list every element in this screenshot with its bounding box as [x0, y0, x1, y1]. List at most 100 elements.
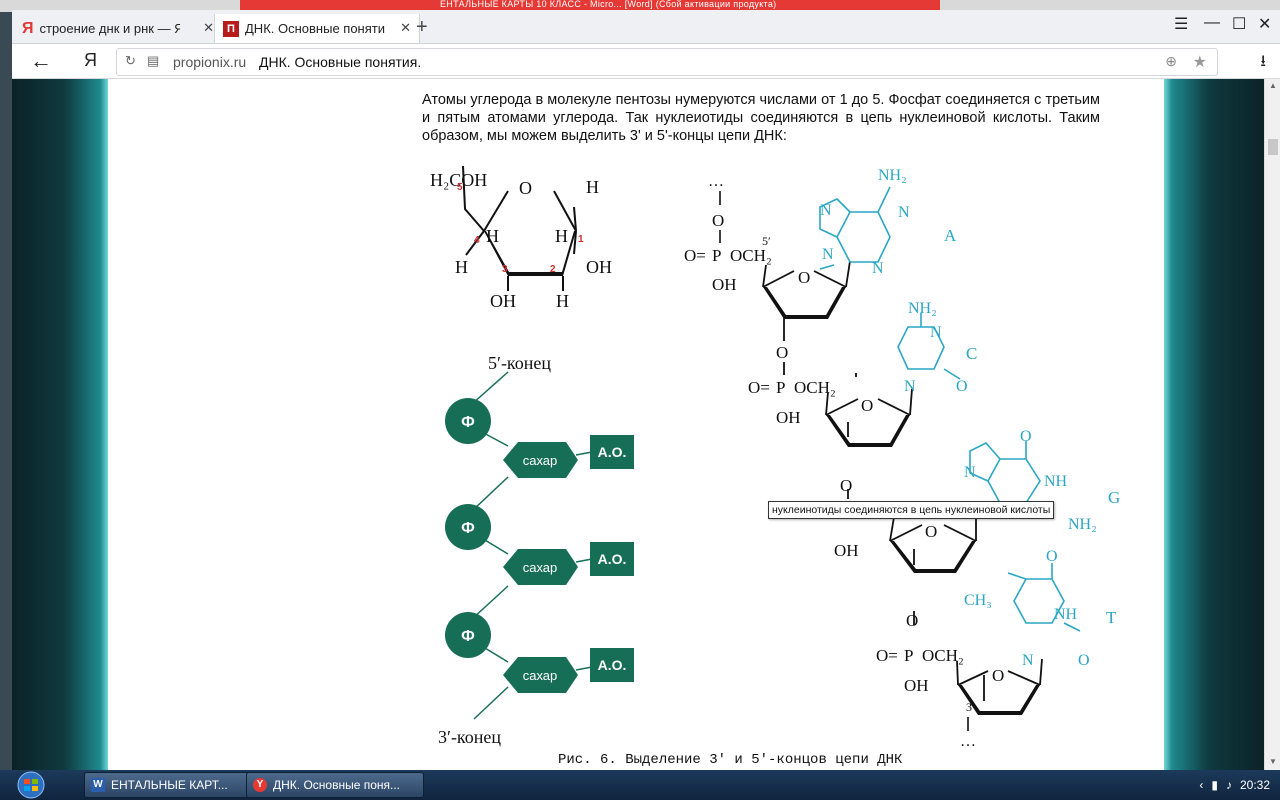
svg-text:O: O: [712, 211, 724, 230]
svg-text:N: N: [904, 378, 916, 395]
svg-text:O: O: [776, 343, 788, 362]
five-prime-end-label: 5′-конец: [488, 353, 551, 373]
svg-text:А.О.: А.О.: [598, 444, 627, 460]
figure-caption: Рис. 6. Выделение 3′ и 5′-концов цепи ДН…: [558, 752, 903, 768]
carbon-1-label: 1: [578, 234, 584, 245]
article-paragraph: Атомы углерода в молекуле пентозы нумеру…: [422, 92, 1100, 144]
svg-text:O: O: [956, 378, 968, 395]
tooltip: нуклеинотиды соединяются в цепь нуклеино…: [768, 501, 1055, 519]
minimize-icon[interactable]: —: [1204, 14, 1220, 31]
phosphate-1: Ф: [445, 398, 491, 444]
nucleotide-chain: … O O= P OCH₂ OH 5′: [684, 173, 1043, 750]
sugar-2: сахар: [503, 549, 578, 585]
bookmark-star-icon[interactable]: ★: [1192, 54, 1207, 71]
scroll-up-icon[interactable]: ▲: [1269, 81, 1277, 90]
svg-text:OH: OH: [904, 676, 929, 695]
pentose-o: O: [519, 178, 532, 198]
vertical-scrollbar[interactable]: ▲ ▼: [1264, 79, 1280, 770]
base-label-g: G: [1108, 488, 1120, 507]
pentose-h4: H: [455, 257, 468, 277]
five-prime-carbon-label: 5′: [762, 234, 771, 248]
taskbar-item-browser[interactable]: Y ДНК. Основные поня...: [246, 772, 424, 798]
guanine-nh2: NH₂: [1068, 516, 1097, 533]
left-decoration: [12, 79, 108, 770]
protect-icon[interactable]: ⊕: [1165, 53, 1177, 69]
yandex-button[interactable]: Я: [84, 50, 97, 70]
adenine-nh2: NH₂: [878, 167, 907, 184]
three-prime-carbon-label: 3′: [966, 700, 975, 714]
svg-text:O=: O=: [876, 646, 898, 665]
close-window-icon[interactable]: ✕: [1258, 16, 1272, 33]
right-decoration: [1164, 79, 1264, 770]
new-tab-button[interactable]: +: [416, 16, 428, 38]
maximize-icon[interactable]: ☐: [1232, 16, 1247, 33]
svg-text:N: N: [898, 204, 910, 221]
yandex-browser-icon: Y: [253, 778, 267, 792]
propionix-icon: П: [223, 20, 239, 37]
och2-4: OCH₂: [922, 646, 964, 665]
phosphate-2: Ф: [445, 504, 491, 550]
och2-1: OCH₂: [730, 246, 772, 265]
tab-yandex-search[interactable]: Я строение днк и рнк — Яндек ✕: [12, 14, 222, 43]
pentose-structure: [462, 165, 577, 291]
page-viewport: Атомы углерода в молекуле пентозы нумеру…: [12, 79, 1280, 770]
tray-arrow-icon[interactable]: ‹: [1199, 778, 1204, 792]
svg-text:Ф: Ф: [461, 414, 475, 431]
taskbar-item-word[interactable]: W ЕНТАЛЬНЫЕ КАРТ...: [84, 772, 262, 798]
svg-text:O: O: [840, 476, 852, 495]
phosphate-3: Ф: [445, 612, 491, 658]
svg-text:O: O: [1020, 428, 1032, 445]
svg-text:А.О.: А.О.: [598, 551, 627, 567]
word-title: ЕНТАЛЬНЫЕ КАРТЫ 10 КЛАСС - Micro... [Wor…: [440, 0, 777, 9]
reload-icon[interactable]: ↻: [125, 53, 136, 68]
tab-dna[interactable]: П ДНК. Основные понятия ✕: [214, 14, 420, 43]
svg-text:P: P: [776, 378, 785, 397]
close-icon[interactable]: ✕: [400, 20, 411, 35]
yandex-icon: Я: [22, 19, 34, 37]
chain-dots-bottom: …: [960, 733, 976, 750]
sugar-3: сахар: [503, 657, 578, 693]
network-icon[interactable]: ▮: [1211, 778, 1218, 792]
svg-text:сахар: сахар: [523, 560, 558, 575]
pentose-oh1: OH: [586, 257, 612, 277]
start-button[interactable]: [10, 771, 52, 799]
svg-text:OH: OH: [834, 541, 859, 560]
download-icon[interactable]: ⭳: [1260, 53, 1266, 70]
back-button[interactable]: ←: [30, 48, 52, 73]
page-icon: ▤: [147, 53, 160, 68]
svg-text:OH: OH: [776, 408, 801, 427]
base-rings: [819, 186, 1081, 632]
word-titlebar: [240, 0, 940, 10]
clock[interactable]: 20:32: [1239, 778, 1270, 792]
cytosine-nh2: NH₂: [908, 300, 937, 317]
svg-text:O: O: [925, 522, 937, 541]
svg-text:N: N: [822, 246, 834, 263]
sugar-1: сахар: [503, 442, 578, 478]
system-tray: ‹ ▮ ♪ 20:32: [1199, 778, 1270, 792]
chain-dots-top: …: [708, 173, 724, 190]
thymine-nh: NH: [1054, 606, 1078, 623]
svg-text:сахар: сахар: [523, 668, 558, 683]
three-prime-end-label: 3′-конец: [438, 727, 501, 747]
scroll-down-icon[interactable]: ▼: [1269, 757, 1277, 766]
och2-2: OCH₂: [794, 378, 836, 397]
svg-text:O: O: [1046, 548, 1058, 565]
dna-figure: H₂COH O H H H H OH OH H 5 4 3 2 1: [430, 165, 1120, 750]
volume-icon[interactable]: ♪: [1225, 778, 1232, 792]
svg-text:N: N: [820, 202, 832, 219]
carbon-5-label: 5: [457, 182, 463, 193]
svg-text:N: N: [930, 324, 942, 341]
tab-label: ДНК. Основные понятия: [245, 21, 385, 36]
svg-text:N: N: [1022, 652, 1034, 669]
svg-text:P: P: [712, 246, 721, 265]
browser-window: Я строение днк и рнк — Яндек ✕ П ДНК. Ос…: [12, 10, 1280, 770]
svg-text:Ф: Ф: [461, 520, 475, 537]
page-content: Атомы углерода в молекуле пентозы нумеру…: [108, 79, 1164, 770]
svg-text:O=: O=: [748, 378, 770, 397]
scroll-thumb[interactable]: [1268, 139, 1278, 155]
base-label-c: C: [966, 344, 977, 363]
svg-text:P: P: [904, 646, 913, 665]
omnibox[interactable]: ↻ ▤ propionix.ru ДНК. Основные понятия. …: [116, 48, 1218, 76]
menu-icon[interactable]: ☰: [1174, 16, 1189, 33]
close-icon[interactable]: ✕: [203, 20, 214, 35]
